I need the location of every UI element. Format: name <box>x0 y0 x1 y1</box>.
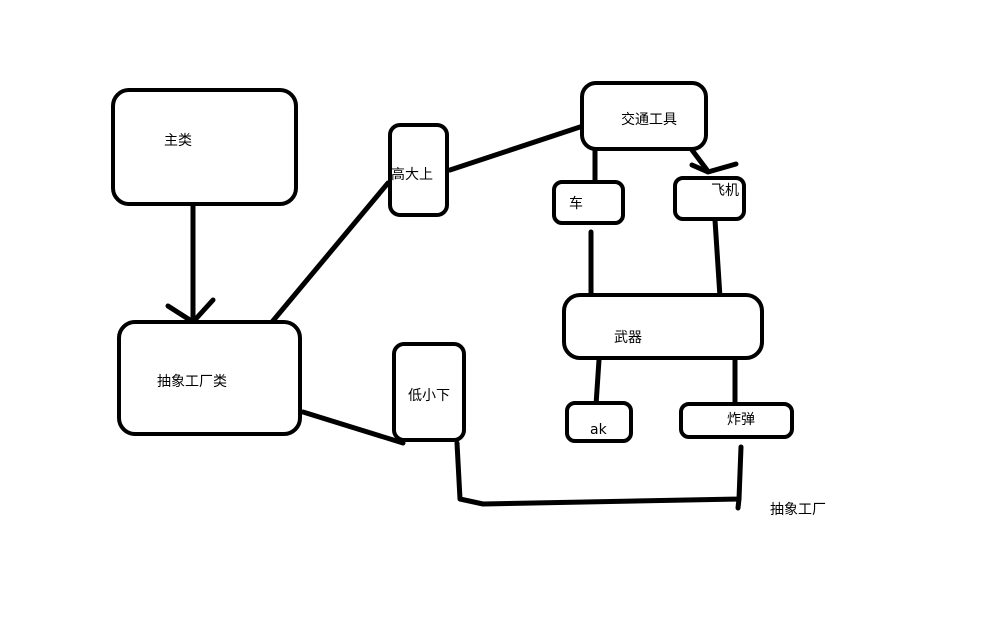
node-low-end <box>392 342 466 442</box>
edge-low-to-bomb <box>454 440 744 507</box>
edge-factory-to-high <box>269 180 391 325</box>
node-plane-label: 飞机 <box>711 183 739 199</box>
node-main-class <box>111 88 298 206</box>
node-car <box>552 180 625 225</box>
node-ak-label: ak <box>590 422 607 438</box>
node-weapon <box>562 293 764 360</box>
node-main-class-label: 主类 <box>164 133 192 149</box>
node-transport <box>580 81 708 151</box>
node-car-label: 车 <box>569 196 583 212</box>
edge-bracket-tick <box>735 496 742 511</box>
node-weapon-label: 武器 <box>614 330 642 346</box>
arrowhead-plane <box>689 161 739 175</box>
node-low-end-label: 低小下 <box>408 388 450 404</box>
node-ak <box>565 401 633 443</box>
node-abstract-factory-class <box>117 320 302 436</box>
node-bomb-label: 炸弹 <box>727 412 755 428</box>
edge-weapon-to-ak <box>593 357 602 408</box>
node-transport-label: 交通工具 <box>621 112 677 128</box>
edge-transport-to-plane <box>689 147 710 173</box>
node-plane <box>673 176 746 221</box>
node-bomb <box>679 402 794 439</box>
node-high-end <box>388 123 449 217</box>
diagram-caption: 抽象工厂 <box>770 502 826 518</box>
edge-plane-to-weapon <box>712 217 723 300</box>
node-abstract-factory-class-label: 抽象工厂类 <box>157 374 227 390</box>
edge-high-to-transport <box>447 122 589 173</box>
node-high-end-label: 高大上 <box>391 167 433 183</box>
edge-factory-to-low <box>300 409 406 446</box>
